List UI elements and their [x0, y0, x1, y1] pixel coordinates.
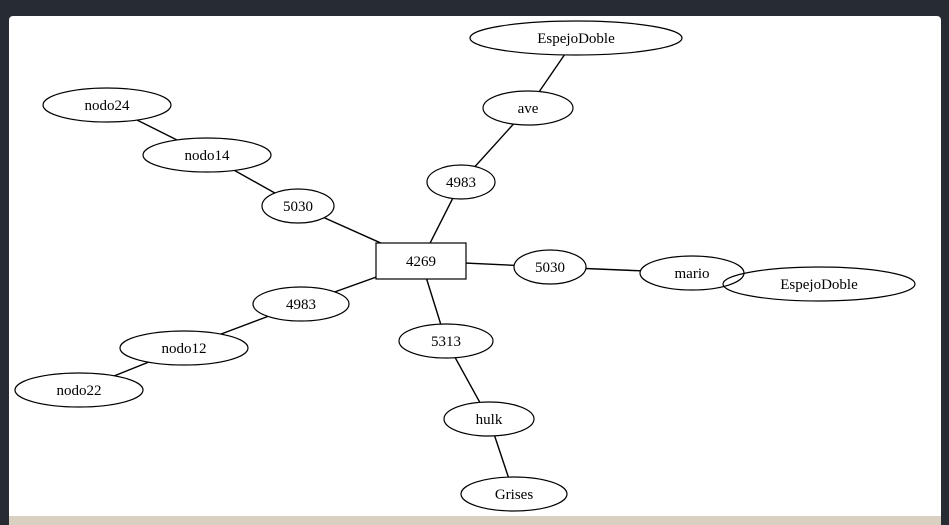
graph-node-n-hulk: hulk [443, 401, 535, 437]
graph-diagram: 42694983aveEspejoDoble5030nodo14nodo2450… [14, 20, 916, 512]
node-ellipse-shape [42, 87, 172, 123]
node-ellipse-shape [443, 401, 535, 437]
graph-node-n-nodo24: nodo24 [42, 87, 172, 123]
node-label: ave [518, 101, 539, 117]
node-label: 5030 [535, 260, 565, 276]
graph-node-n-4983-top: 4983 [426, 164, 496, 200]
node-label: nodo22 [57, 383, 102, 399]
graph-node-n-espejo-top: EspejoDoble [469, 20, 683, 56]
graph-node-n-5313: 5313 [398, 323, 494, 359]
node-ellipse-shape [14, 372, 144, 408]
node-box-shape [375, 242, 467, 280]
graph-node-n-ave: ave [482, 90, 574, 126]
node-label: 5313 [431, 334, 461, 350]
graph-node-n-nodo14: nodo14 [142, 137, 272, 173]
node-label: 4983 [286, 297, 316, 313]
node-label: EspejoDoble [780, 277, 858, 293]
node-label: nodo24 [85, 98, 131, 114]
graph-node-n-5030-left: 5030 [261, 188, 335, 224]
node-label: EspejoDoble [537, 31, 615, 47]
node-label: 4983 [446, 175, 476, 191]
graph-node-n-5030-right: 5030 [513, 249, 587, 285]
graph-node-n-nodo12: nodo12 [119, 330, 249, 366]
bottom-panel-edge [9, 516, 941, 525]
node-ellipse-shape [722, 266, 916, 302]
node-ellipse-shape [460, 476, 568, 512]
node-ellipse-shape [398, 323, 494, 359]
graph-node-center: 4269 [375, 242, 467, 280]
node-label: 5030 [283, 199, 313, 215]
node-ellipse-shape [482, 90, 574, 126]
graph-node-n-mario: mario [639, 255, 745, 291]
node-label: Grises [495, 487, 533, 503]
node-ellipse-shape [252, 286, 350, 322]
node-label: nodo14 [185, 148, 231, 164]
node-label: nodo12 [162, 341, 207, 357]
node-label: mario [675, 266, 710, 282]
graph-node-n-nodo22: nodo22 [14, 372, 144, 408]
node-label: 4269 [406, 254, 436, 270]
node-ellipse-shape [261, 188, 335, 224]
graph-node-n-espejo-right: EspejoDoble [722, 266, 916, 302]
node-label: hulk [476, 412, 503, 428]
node-ellipse-shape [142, 137, 272, 173]
graph-node-n-grises: Grises [460, 476, 568, 512]
node-ellipse-shape [513, 249, 587, 285]
node-ellipse-shape [119, 330, 249, 366]
node-ellipse-shape [426, 164, 496, 200]
node-ellipse-shape [469, 20, 683, 56]
graph-node-n-4983-left: 4983 [252, 286, 350, 322]
